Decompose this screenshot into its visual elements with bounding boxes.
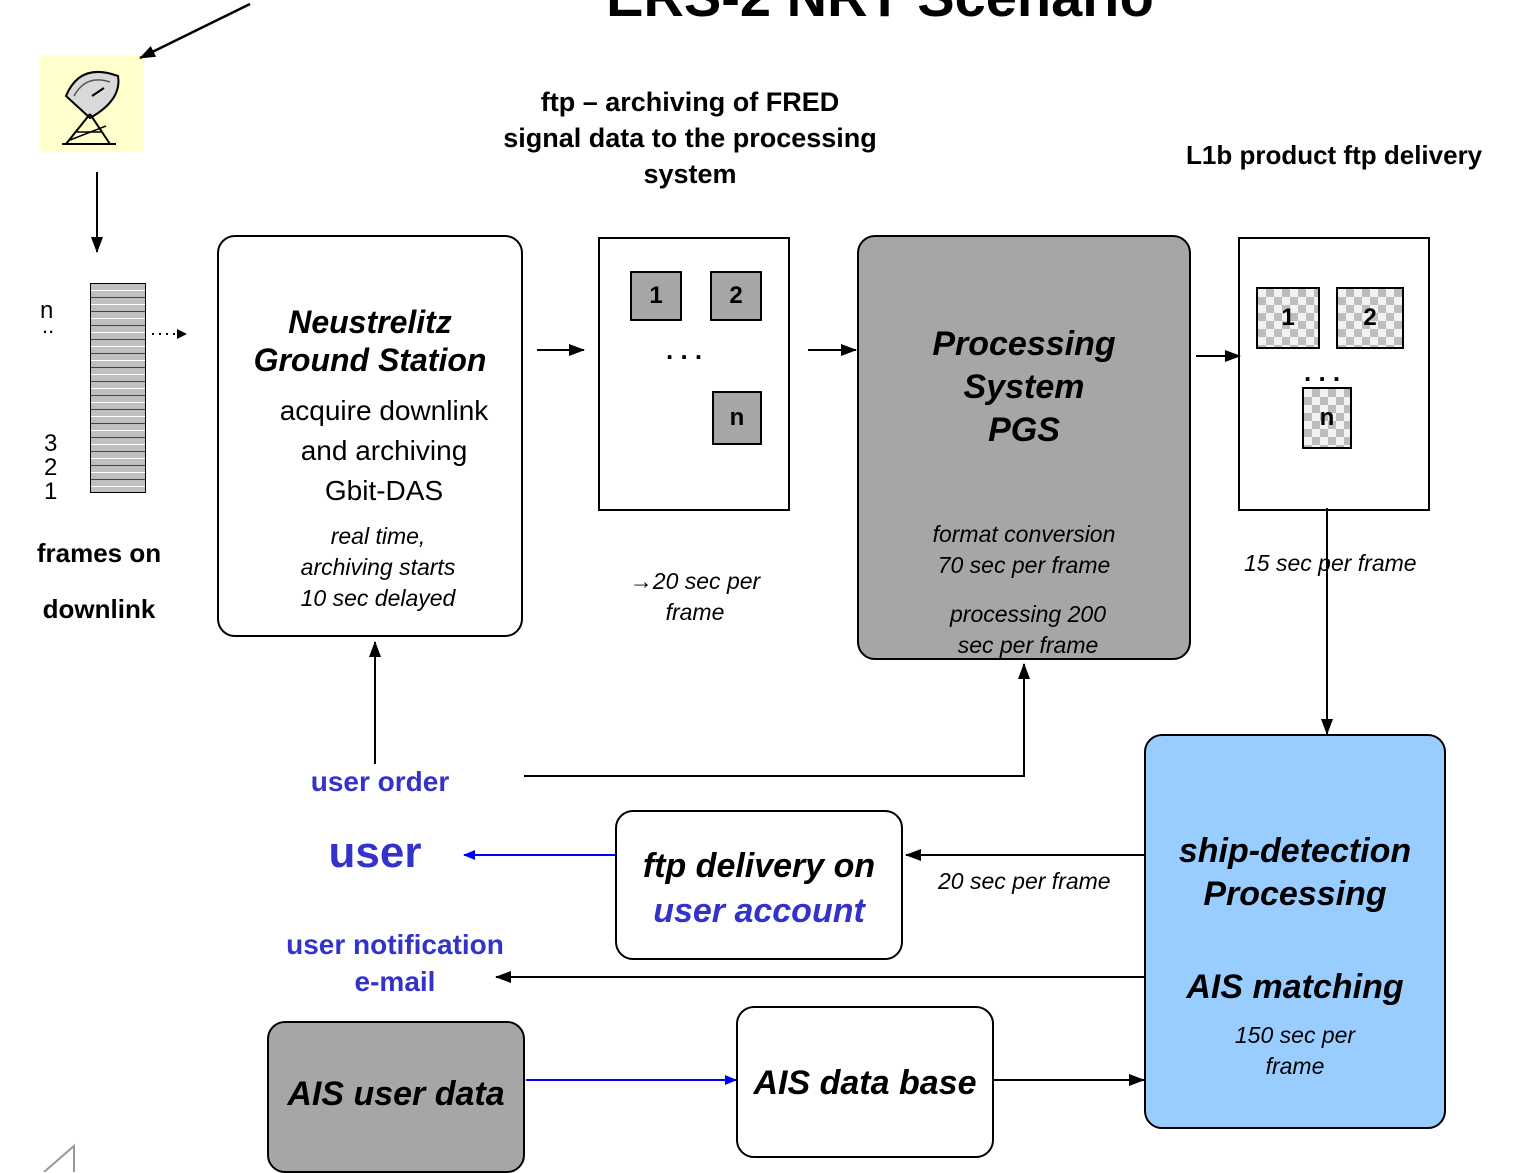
ground-station-title-line1: Neustrelitz bbox=[288, 304, 452, 340]
l1b-product-box: 1 2 . . . n bbox=[1238, 237, 1430, 511]
ship-detection-box: ship-detection Processing AIS matching 1… bbox=[1144, 734, 1446, 1129]
l1b-tile-dots: . . . bbox=[1304, 357, 1341, 387]
ftp-delivery-line2: user account bbox=[653, 892, 865, 930]
processing-note1-line1: format conversion bbox=[932, 521, 1116, 547]
ship-note-line2: frame bbox=[1265, 1053, 1325, 1079]
processing-note2-line1: processing 200 bbox=[950, 601, 1106, 627]
ship-title-line3: AIS matching bbox=[1186, 968, 1404, 1006]
ftp-archiving-label: ftp – archiving of FRED signal data to t… bbox=[503, 87, 877, 189]
signal-tile-n: n bbox=[712, 391, 762, 445]
signal-rate-line2: frame bbox=[665, 599, 725, 625]
ais-data-base-box: AIS data base bbox=[736, 1006, 994, 1158]
ftp-delivery-line1: ftp delivery on bbox=[642, 847, 876, 885]
ais-data-base-label: AIS data base bbox=[753, 1064, 977, 1102]
ftp-delivery-box: ftp delivery on user account bbox=[615, 810, 903, 960]
processing-title-line2: System bbox=[963, 368, 1085, 406]
arrow-into-antenna bbox=[139, 2, 251, 60]
user-notification-label: user notification e-mail bbox=[260, 926, 530, 1000]
ground-station-note-line1: real time, bbox=[330, 523, 426, 549]
ground-station-desc-line1: acquire downlink bbox=[279, 395, 489, 426]
ship-title-line2: Processing bbox=[1203, 875, 1387, 913]
processing-system-box: Processing System PGS format conversion … bbox=[857, 235, 1191, 660]
signal-tile-2: 2 bbox=[710, 271, 762, 321]
user-label: user bbox=[328, 828, 422, 877]
ship-title-line1: ship-detection bbox=[1178, 832, 1412, 870]
processing-title-line3: PGS bbox=[988, 411, 1060, 449]
frames-on-label: frames on bbox=[36, 538, 162, 568]
signal-data-box: 1 2 . . . n bbox=[598, 237, 790, 511]
frames-stack bbox=[90, 283, 146, 493]
signal-tile-dots: . . . bbox=[666, 335, 703, 365]
processing-note2-line2: sec per frame bbox=[957, 632, 1099, 658]
ground-station-note-line2: archiving starts bbox=[300, 554, 456, 580]
ais-user-data-label: AIS user data bbox=[287, 1075, 505, 1113]
ship-note-line1: 150 sec per bbox=[1234, 1022, 1356, 1048]
satellite-dish-icon bbox=[40, 56, 144, 152]
frame-label-2: 2 bbox=[44, 454, 58, 481]
l1b-tile-2: 2 bbox=[1336, 287, 1404, 349]
page-title: ERS-2 NRT Scenario bbox=[440, 0, 1320, 32]
ground-station-title-line2: Ground Station bbox=[253, 342, 487, 378]
signal-rate-line1: →20 sec per bbox=[629, 568, 761, 594]
l1b-rate-label: 15 sec per frame bbox=[1244, 550, 1417, 576]
ground-station-desc-line3: Gbit-DAS bbox=[324, 475, 444, 506]
user-notification-line2: e-mail bbox=[354, 966, 436, 997]
frame-label-1: 1 bbox=[44, 478, 58, 505]
ground-station-note-line3: 10 sec delayed bbox=[300, 585, 456, 611]
ground-station-box: Neustrelitz Ground Station acquire downl… bbox=[217, 235, 523, 637]
frame-label-n: n bbox=[40, 297, 54, 324]
signal-rate-label: →20 sec per frame bbox=[600, 566, 790, 628]
frame-label-dots: .. bbox=[42, 313, 55, 338]
logo-fragment-icon bbox=[43, 1143, 75, 1172]
delivery-rate-label: 20 sec per frame bbox=[938, 868, 1111, 894]
l1b-tile-n: n bbox=[1302, 387, 1352, 449]
downlink-label: downlink bbox=[42, 594, 156, 624]
l1b-tile-1: 1 bbox=[1256, 287, 1320, 349]
processing-note1-line2: 70 sec per frame bbox=[937, 552, 1111, 578]
arrow-order-to-processing bbox=[524, 663, 1030, 777]
user-order-label: user order bbox=[310, 766, 450, 797]
ground-station-desc-line2: and archiving bbox=[300, 435, 468, 466]
processing-title-line1: Processing bbox=[932, 325, 1116, 363]
user-notification-line1: user notification bbox=[286, 929, 504, 960]
frame-label-3: 3 bbox=[44, 430, 58, 457]
signal-tile-1: 1 bbox=[630, 271, 682, 321]
l1b-delivery-label: L1b product ftp delivery bbox=[1186, 140, 1483, 170]
